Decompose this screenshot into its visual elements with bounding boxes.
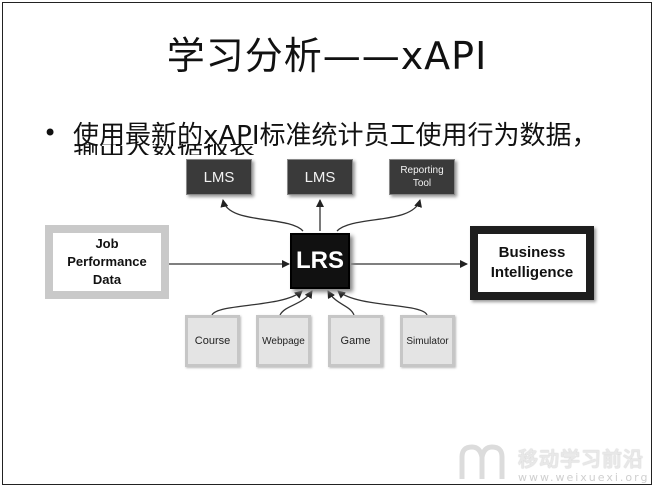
simulator-box: Simulator <box>400 315 455 367</box>
slide-title: 学习分析——xAPI <box>166 34 488 78</box>
arrow-lrs-to-reporting <box>336 199 422 232</box>
business-intelligence-box: Business Intelligence <box>470 226 594 300</box>
reporting-tool-label: Reporting Tool <box>400 165 444 189</box>
watermark-logo: 移动学习前沿 www.weixuexi.org <box>458 441 651 484</box>
watermark-name: 移动学习前沿 <box>518 447 644 471</box>
reporting-tool-box: Reporting Tool <box>389 159 455 195</box>
webpage-label: Webpage <box>262 335 305 347</box>
lrs-box: LRS <box>290 233 350 289</box>
job-performance-data-box: Job Performance Data <box>45 225 169 299</box>
arrow-lrs-to-lms-1 <box>220 199 304 232</box>
lrs-label: LRS <box>296 247 344 274</box>
course-label: Course <box>194 335 231 347</box>
watermark-m-icon <box>459 444 505 479</box>
arrow-course-to-lrs <box>211 290 303 316</box>
lms-box-2: LMS <box>287 159 353 195</box>
business-intelligence-label: Business Intelligence <box>490 244 574 281</box>
bullet-text: 使用最新的xAPI标准统计员工使用行为数据， <box>73 121 598 151</box>
watermark-url: www.weixuexi.org <box>518 471 650 484</box>
course-box: Course <box>185 315 240 367</box>
lms-box-1: LMS <box>186 159 252 195</box>
bullet-dot-icon: • <box>43 119 58 147</box>
arrow-game-to-lrs <box>327 290 355 316</box>
simulator-label: Simulator <box>406 335 449 347</box>
game-box: Game <box>328 315 383 367</box>
webpage-box: Webpage <box>256 315 311 367</box>
bullet-text-line2-label: 输出大数据报表 <box>73 144 303 155</box>
bullet-item: • 使用最新的xAPI标准统计员工使用行为数据， <box>43 115 643 155</box>
arrow-webpage-to-lrs <box>279 290 313 316</box>
diagram-arrows <box>169 199 468 316</box>
lms-box-1-label: LMS <box>203 168 235 186</box>
lms-box-2-label: LMS <box>304 168 336 186</box>
arrow-simulator-to-lrs <box>337 290 428 316</box>
game-label: Game <box>340 335 371 347</box>
job-performance-data-label: Job Performance Data <box>67 236 147 287</box>
bullet-text-line2: 输出大数据报表 <box>73 144 303 155</box>
